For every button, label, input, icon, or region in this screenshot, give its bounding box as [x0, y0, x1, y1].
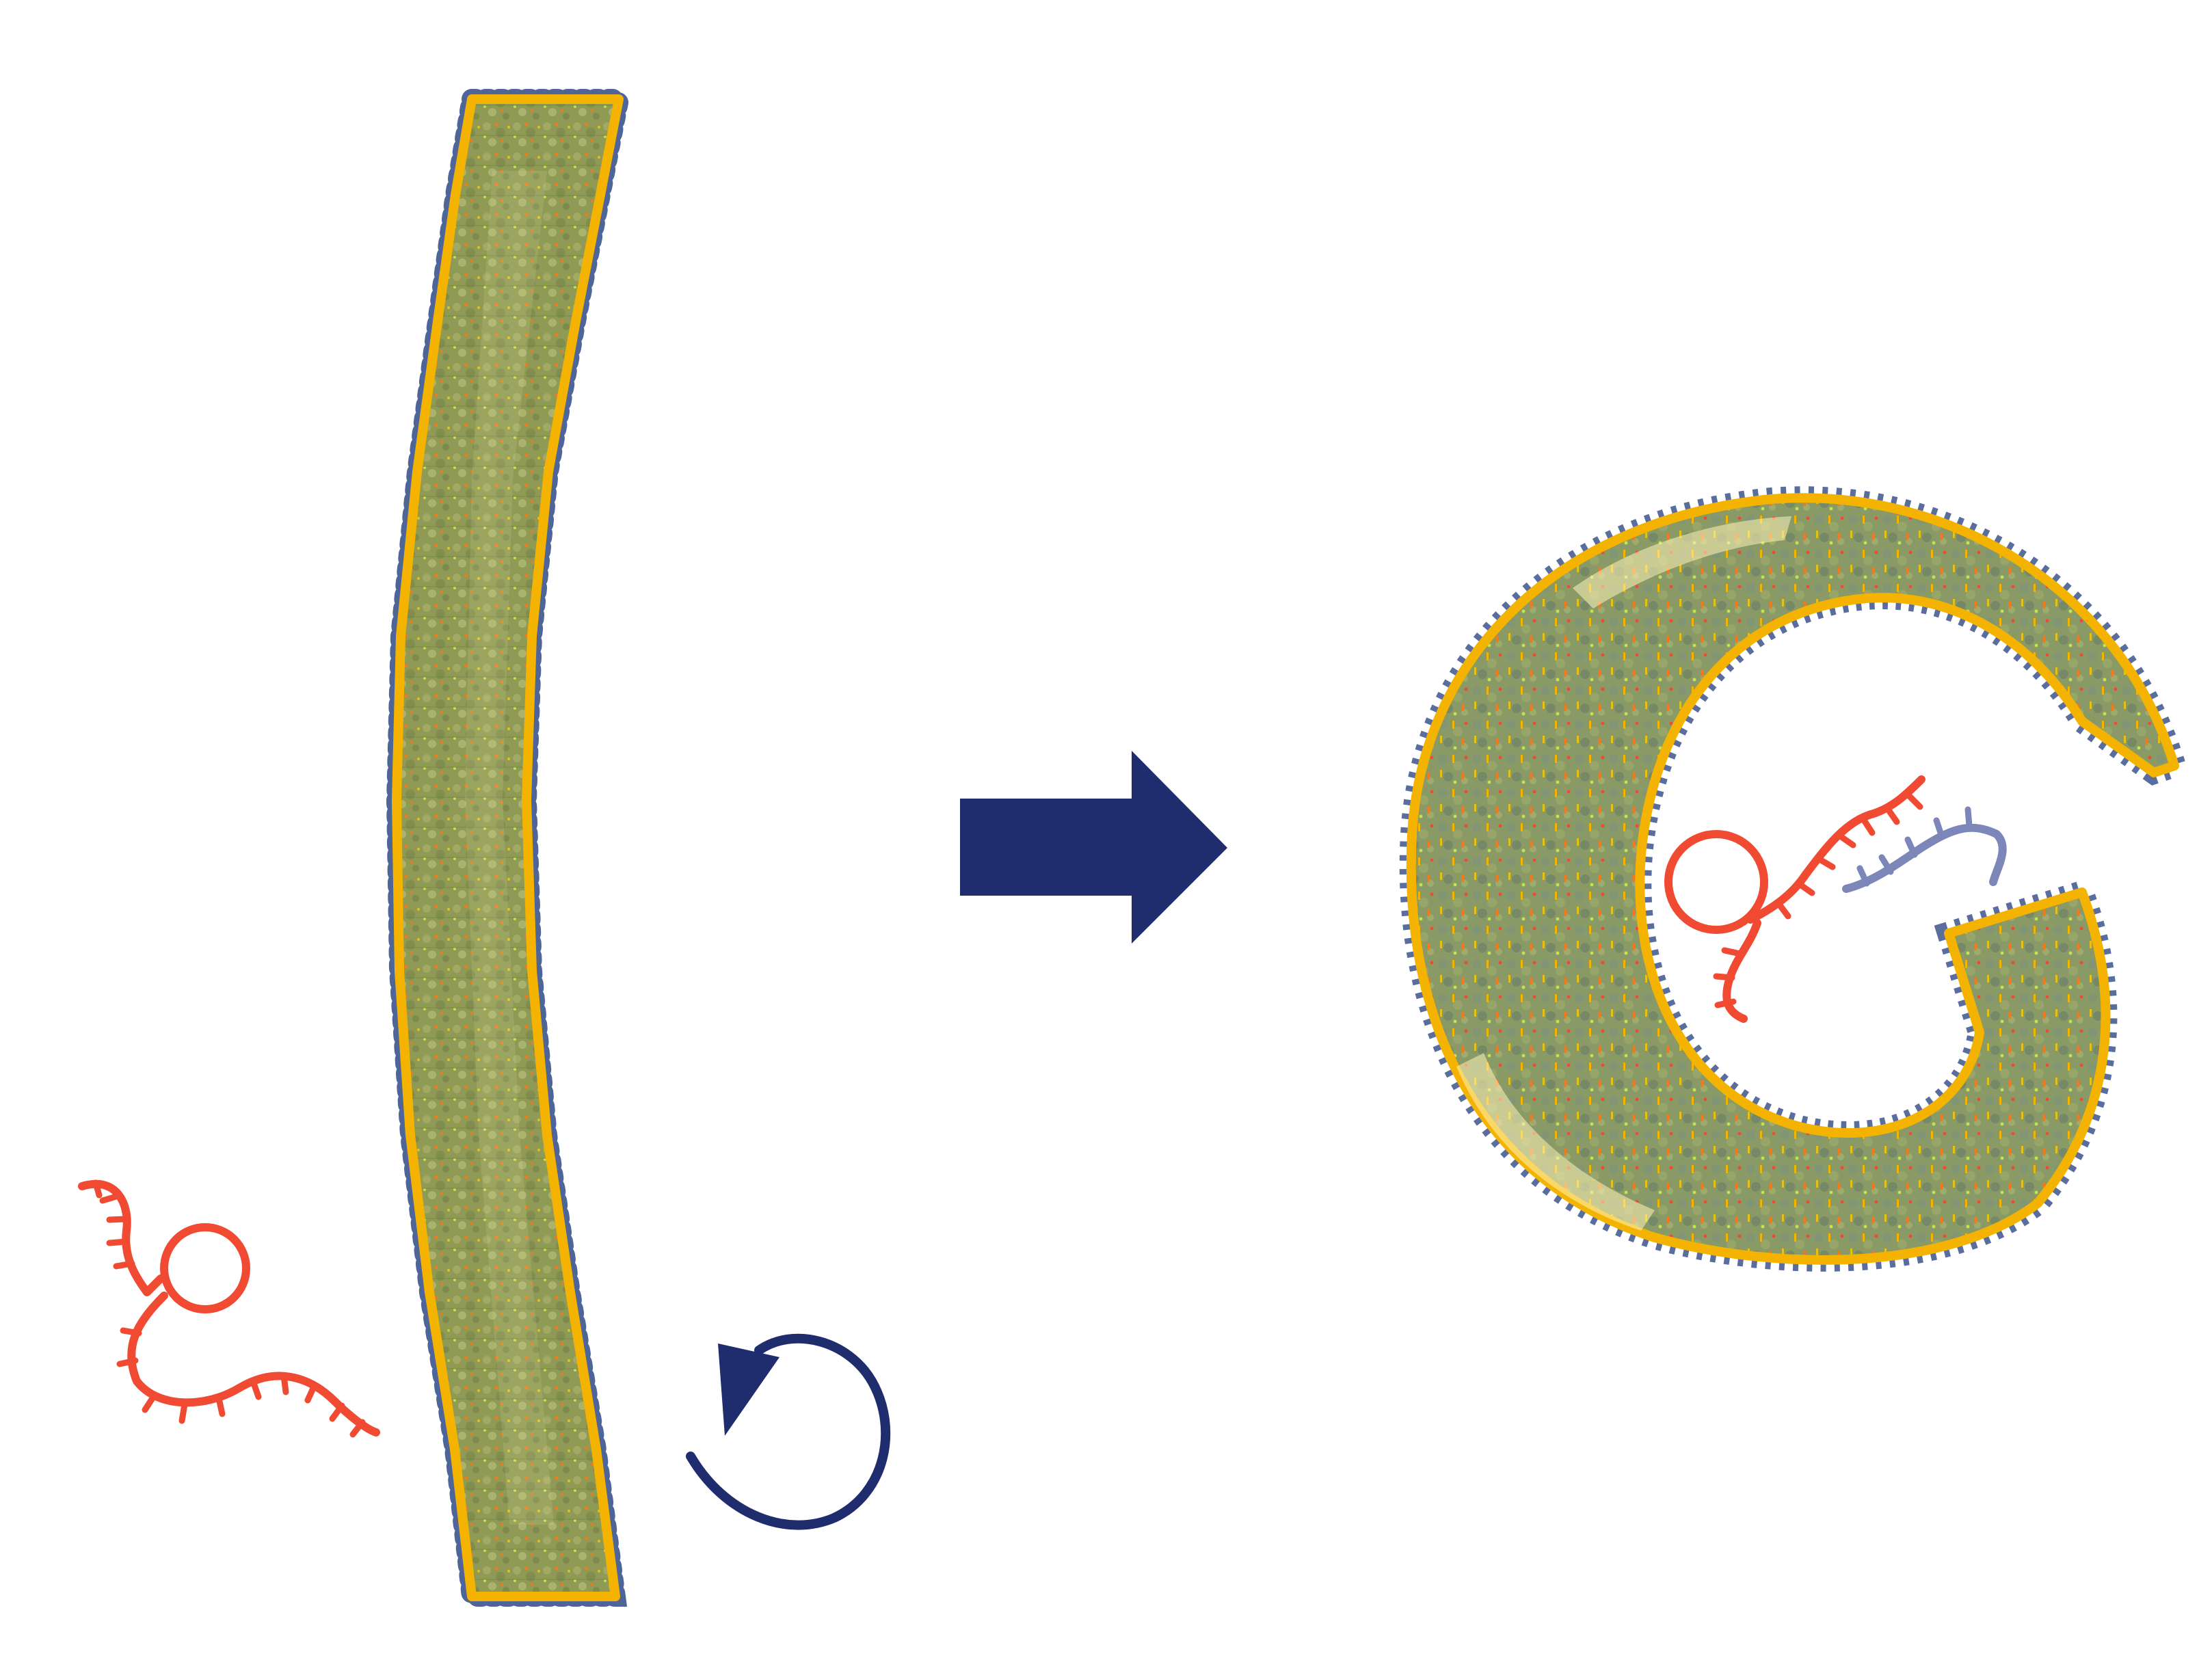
right-arrow-icon	[960, 751, 1227, 944]
left-molecular-band	[386, 89, 632, 1607]
left-band-body	[392, 94, 624, 1601]
left-band-highlight	[465, 171, 554, 1525]
g-shaped-molecular-band	[1399, 486, 2189, 1272]
red-rna-strand-right	[1664, 775, 1925, 1023]
counterclockwise-rotate-icon	[686, 1333, 891, 1530]
g-band-body	[1406, 493, 2179, 1265]
red-rna-strand-left	[78, 1179, 380, 1438]
purple-dna-strand	[1842, 806, 2007, 893]
